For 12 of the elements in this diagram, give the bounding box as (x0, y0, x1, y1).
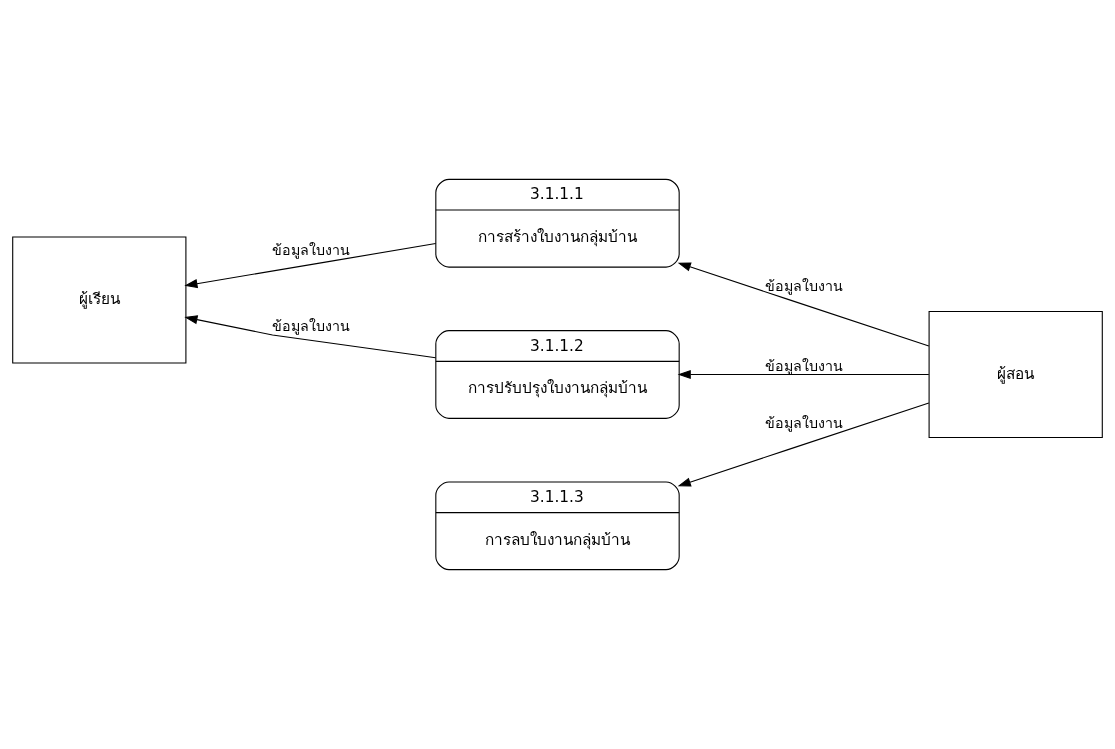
node-box: ผู้เรียน (12, 236, 187, 364)
node-box: ผู้สอน (928, 310, 1103, 439)
arrow (677, 369, 930, 380)
arrow (184, 315, 437, 359)
edge-label: ข้อมูลใบงาน (765, 357, 844, 374)
arrow (184, 243, 437, 289)
arrow (677, 262, 930, 347)
edge-label: ข้อมูลใบงาน (271, 242, 350, 259)
edge-label: ข้อมูลใบงาน (765, 277, 844, 294)
arrow (677, 402, 930, 487)
edge-label: ข้อมูลใบงาน (765, 414, 844, 431)
edge-label: ข้อมูลใบงาน (271, 318, 350, 335)
